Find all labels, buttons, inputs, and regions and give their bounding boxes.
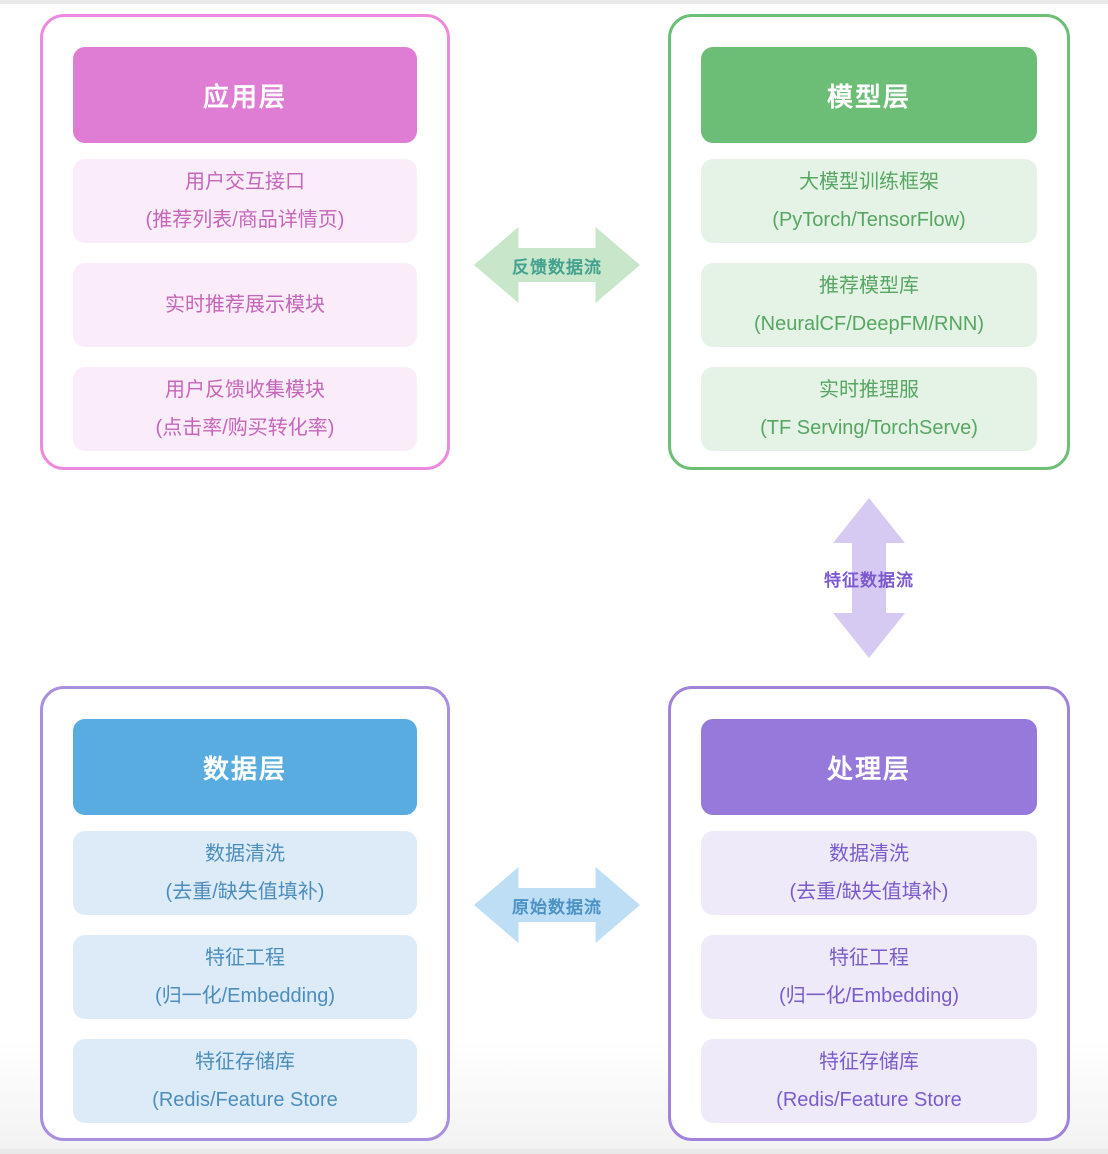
top-edge-divider [0, 0, 1108, 4]
module-card: 特征存储库 (Redis/Feature Store [73, 1039, 417, 1123]
layer-data-title: 数据层 [73, 719, 417, 815]
layer-model: 模型层 大模型训练框架 (PyTorch/TensorFlow) 推荐模型库 (… [668, 14, 1070, 470]
module-card: 用户交互接口 (推荐列表/商品详情页) [73, 159, 417, 243]
module-card: 用户反馈收集模块 (点击率/购买转化率) [73, 367, 417, 451]
layer-model-title: 模型层 [701, 47, 1037, 143]
module-subtitle: (归一化/Embedding) [778, 985, 960, 1007]
module-title: 特征存储库 [819, 1051, 919, 1073]
layer-application: 应用层 用户交互接口 (推荐列表/商品详情页) 实时推荐展示模块 用户反馈收集模… [40, 14, 450, 470]
module-title: 数据清洗 [829, 843, 909, 865]
module-subtitle: (点击率/购买转化率) [155, 417, 335, 439]
layer-application-modules: 用户交互接口 (推荐列表/商品详情页) 实时推荐展示模块 用户反馈收集模块 (点… [73, 159, 417, 451]
feedback-dataflow-label: 反馈数据流 [512, 257, 602, 277]
layer-model-modules: 大模型训练框架 (PyTorch/TensorFlow) 推荐模型库 (Neur… [701, 159, 1037, 451]
module-title: 实时推理服 [819, 379, 919, 401]
module-card: 实时推理服 (TF Serving/TorchServe) [701, 367, 1037, 451]
module-title: 推荐模型库 [819, 275, 919, 297]
double-arrow-vertical-icon [833, 498, 905, 658]
module-subtitle: (NeuralCF/DeepFM/RNN) [753, 313, 985, 335]
module-card: 数据清洗 (去重/缺失值填补) [701, 831, 1037, 915]
layer-processing-modules: 数据清洗 (去重/缺失值填补) 特征工程 (归一化/Embedding) 特征存… [701, 831, 1037, 1123]
module-subtitle: (PyTorch/TensorFlow) [772, 209, 966, 231]
bottom-edge-divider [0, 1149, 1108, 1154]
module-subtitle: (去重/缺失值填补) [789, 881, 949, 903]
module-card: 大模型训练框架 (PyTorch/TensorFlow) [701, 159, 1037, 243]
module-card: 实时推荐展示模块 [73, 263, 417, 347]
module-card: 特征工程 (归一化/Embedding) [701, 935, 1037, 1019]
module-title: 特征存储库 [195, 1051, 295, 1073]
module-title: 特征工程 [829, 947, 909, 969]
module-title: 用户反馈收集模块 [165, 379, 325, 401]
feedback-dataflow-arrow: 反馈数据流 [474, 227, 640, 303]
module-title: 特征工程 [205, 947, 285, 969]
feature-dataflow-arrow: 特征数据流 [824, 498, 913, 658]
module-card: 特征存储库 (Redis/Feature Store [701, 1039, 1037, 1123]
module-card: 数据清洗 (去重/缺失值填补) [73, 831, 417, 915]
layer-data: 数据层 数据清洗 (去重/缺失值填补) 特征工程 (归一化/Embedding)… [40, 686, 450, 1141]
module-subtitle: (TF Serving/TorchServe) [760, 417, 978, 439]
layer-application-title: 应用层 [73, 47, 417, 143]
module-title: 大模型训练框架 [799, 171, 939, 193]
feature-dataflow-label: 特征数据流 [824, 570, 914, 590]
module-card: 推荐模型库 (NeuralCF/DeepFM/RNN) [701, 263, 1037, 347]
module-subtitle: (Redis/Feature Store [152, 1089, 338, 1111]
layer-data-modules: 数据清洗 (去重/缺失值填补) 特征工程 (归一化/Embedding) 特征存… [73, 831, 417, 1123]
module-title: 用户交互接口 [185, 171, 305, 193]
double-arrow-horizontal-icon [474, 867, 640, 943]
layer-processing-title: 处理层 [701, 719, 1037, 815]
raw-dataflow-label: 原始数据流 [512, 897, 602, 917]
module-subtitle: (Redis/Feature Store [776, 1089, 962, 1111]
module-card: 特征工程 (归一化/Embedding) [73, 935, 417, 1019]
layer-processing: 处理层 数据清洗 (去重/缺失值填补) 特征工程 (归一化/Embedding)… [668, 686, 1070, 1141]
module-subtitle: (归一化/Embedding) [154, 985, 336, 1007]
module-title: 数据清洗 [205, 843, 285, 865]
module-title: 实时推荐展示模块 [165, 294, 325, 316]
module-subtitle: (推荐列表/商品详情页) [145, 209, 345, 231]
raw-dataflow-arrow: 原始数据流 [474, 867, 640, 943]
module-subtitle: (去重/缺失值填补) [165, 881, 325, 903]
double-arrow-horizontal-icon [474, 227, 640, 303]
